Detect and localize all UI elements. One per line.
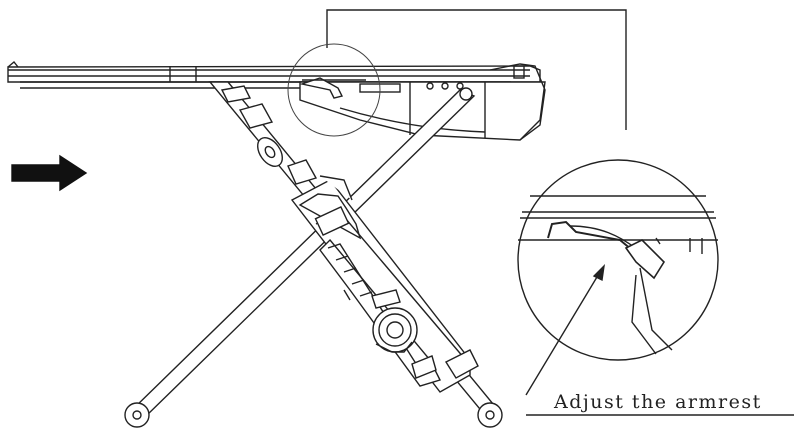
- wheel-left: [124, 402, 150, 428]
- right-arrow-icon: [11, 154, 88, 192]
- chair-footrest: [299, 63, 546, 141]
- detail-circle-large: [517, 159, 719, 361]
- wheel-right: [477, 402, 503, 428]
- chair-backrest: [290, 175, 479, 393]
- callout-leader-top: [326, 9, 627, 130]
- callout-label: Adjust the armrest: [553, 391, 762, 413]
- detail-circle-small: [287, 43, 381, 137]
- callout-pointer: [525, 264, 605, 396]
